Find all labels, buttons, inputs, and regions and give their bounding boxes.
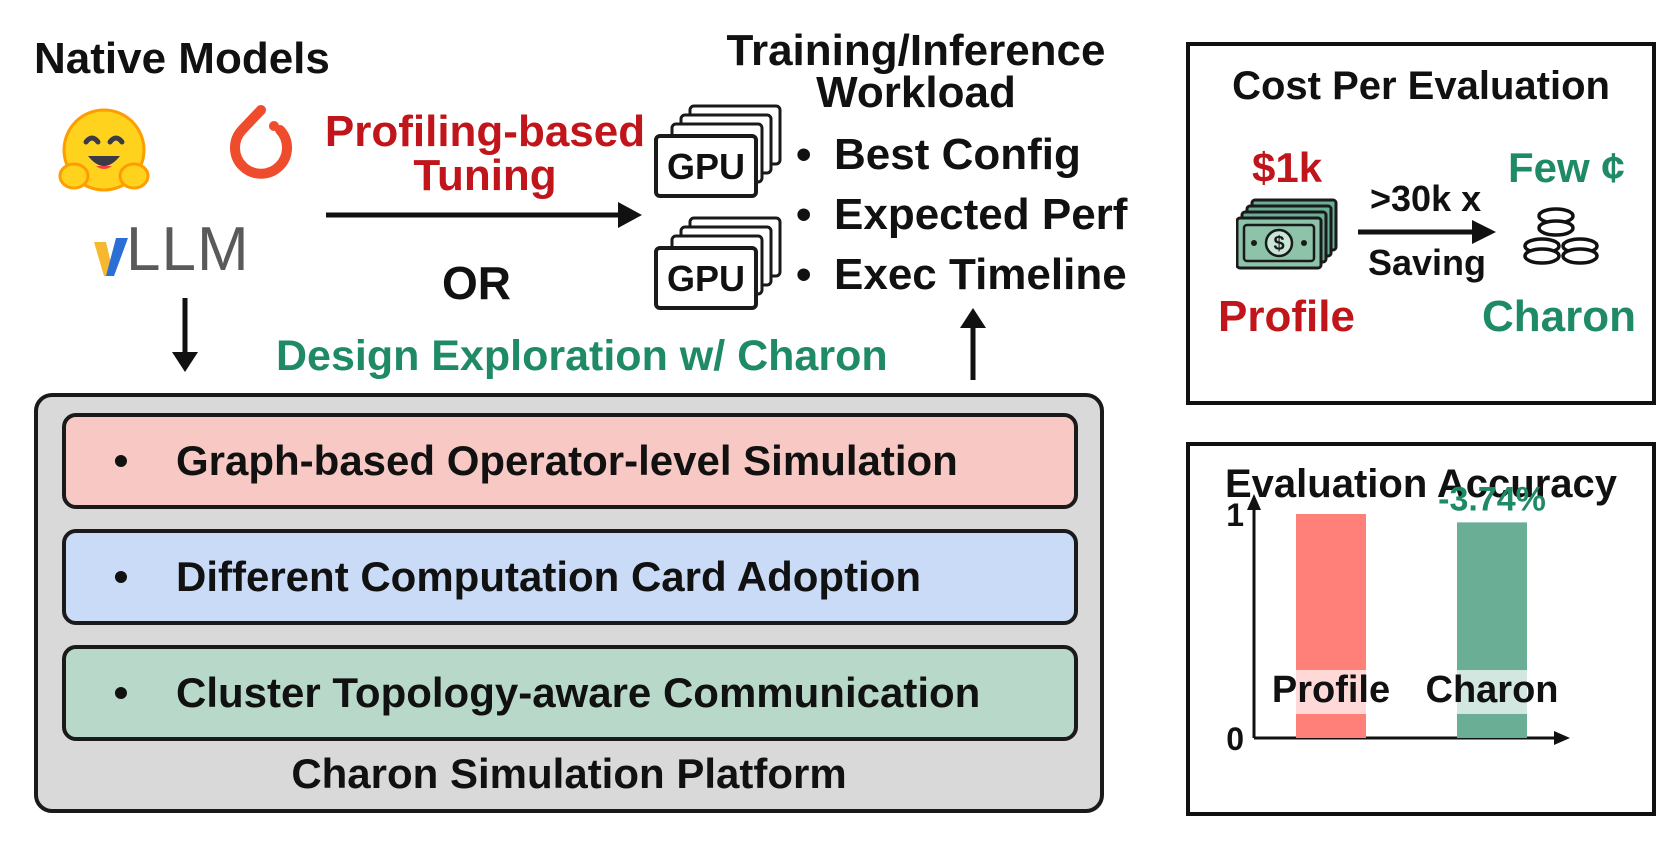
workload-item-label: Expected Perf <box>834 190 1128 239</box>
charon-cost: Few ¢ <box>1508 144 1625 191</box>
saving-line1: >30k x <box>1370 178 1482 219</box>
design-exploration-label: Design Exploration w/ Charon <box>276 332 888 380</box>
profiling-line1: Profiling-based <box>324 107 646 156</box>
layer-computation-card: • Different Computation Card Adoption <box>62 529 1078 625</box>
workload-item-label: Exec Timeline <box>834 250 1127 299</box>
layer-graph-simulation: • Graph-based Operator-level Simulation <box>62 413 1078 509</box>
down-arrow <box>172 298 198 372</box>
x-axis-arrowhead <box>1554 731 1570 745</box>
y-axis-arrowhead <box>1247 494 1261 510</box>
gpu-label: GPU <box>666 146 745 187</box>
huggingface-icon <box>58 108 150 192</box>
saving-arrow <box>1358 220 1496 244</box>
pytorch-icon <box>230 105 292 179</box>
gpu-stack-top: GPU <box>654 104 784 200</box>
workload-item-label: Best Config <box>834 130 1081 179</box>
charon-label: Charon <box>1482 292 1636 341</box>
accuracy-chart: 1 0 Profile Charon -3.74% <box>1226 480 1570 757</box>
money-icon: $ <box>1236 198 1338 270</box>
workload-item: •Expected Perf <box>796 190 1128 239</box>
layer-label: Graph-based Operator-level Simulation <box>176 437 958 484</box>
accuracy-panel: Evaluation Accuracy 1 0 Profile Charon -3.74… <box>1186 442 1656 816</box>
cost-title: Cost Per Evaluation <box>1232 64 1610 108</box>
layer-cluster-communication: • Cluster Topology-aware Communication <box>62 645 1078 741</box>
vllm-logo-text: LLM <box>126 215 250 284</box>
gpu-label: GPU <box>666 258 745 299</box>
profile-cost: $1k <box>1252 144 1323 191</box>
profiling-tuning-label: Profiling-based Tuning <box>320 110 650 198</box>
layer-label: Different Computation Card Adoption <box>176 553 922 600</box>
svg-text:$: $ <box>1273 233 1284 255</box>
bullet-dot: • <box>113 669 129 716</box>
y-tick-label: 0 <box>1226 721 1244 757</box>
gpu-stack-bottom: GPU <box>654 216 784 312</box>
coins-icon <box>1523 207 1599 265</box>
gpu-cards-icon <box>654 216 782 310</box>
bar-label-band <box>1296 670 1366 714</box>
profiling-line2: Tuning <box>413 151 557 200</box>
bar-category-label: Profile <box>1272 669 1390 711</box>
workload-title-line2: Workload <box>816 68 1016 117</box>
native-models-title: Native Models <box>34 34 330 83</box>
right-arrow <box>326 202 642 228</box>
gpu-cards-icon <box>654 104 782 198</box>
workload-title: Training/Inference Workload <box>706 26 1126 117</box>
bullet-dot: • <box>113 553 129 600</box>
up-arrow <box>960 308 986 380</box>
cost-panel: Cost Per Evaluation $1k Few ¢ $ >30k x S… <box>1186 42 1656 405</box>
workload-title-line1: Training/Inference <box>726 26 1106 75</box>
workload-item: •Best Config <box>796 130 1081 179</box>
layer-label: Cluster Topology-aware Communication <box>176 669 981 716</box>
bullet-dot: • <box>113 437 129 484</box>
platform-title: Charon Simulation Platform <box>291 750 847 797</box>
accuracy-title: Evaluation Accuracy <box>1224 462 1617 506</box>
saving-line2: Saving <box>1368 242 1487 283</box>
accuracy-delta-label: -3.74% <box>1438 480 1546 518</box>
bar-label-band <box>1457 670 1527 714</box>
workload-item: •Exec Timeline <box>796 250 1127 299</box>
y-tick-label: 1 <box>1226 497 1244 533</box>
bar-category-label: Charon <box>1426 669 1559 711</box>
vllm-logo-mark <box>94 238 128 276</box>
or-label: OR <box>442 257 511 309</box>
profile-label: Profile <box>1218 292 1355 341</box>
